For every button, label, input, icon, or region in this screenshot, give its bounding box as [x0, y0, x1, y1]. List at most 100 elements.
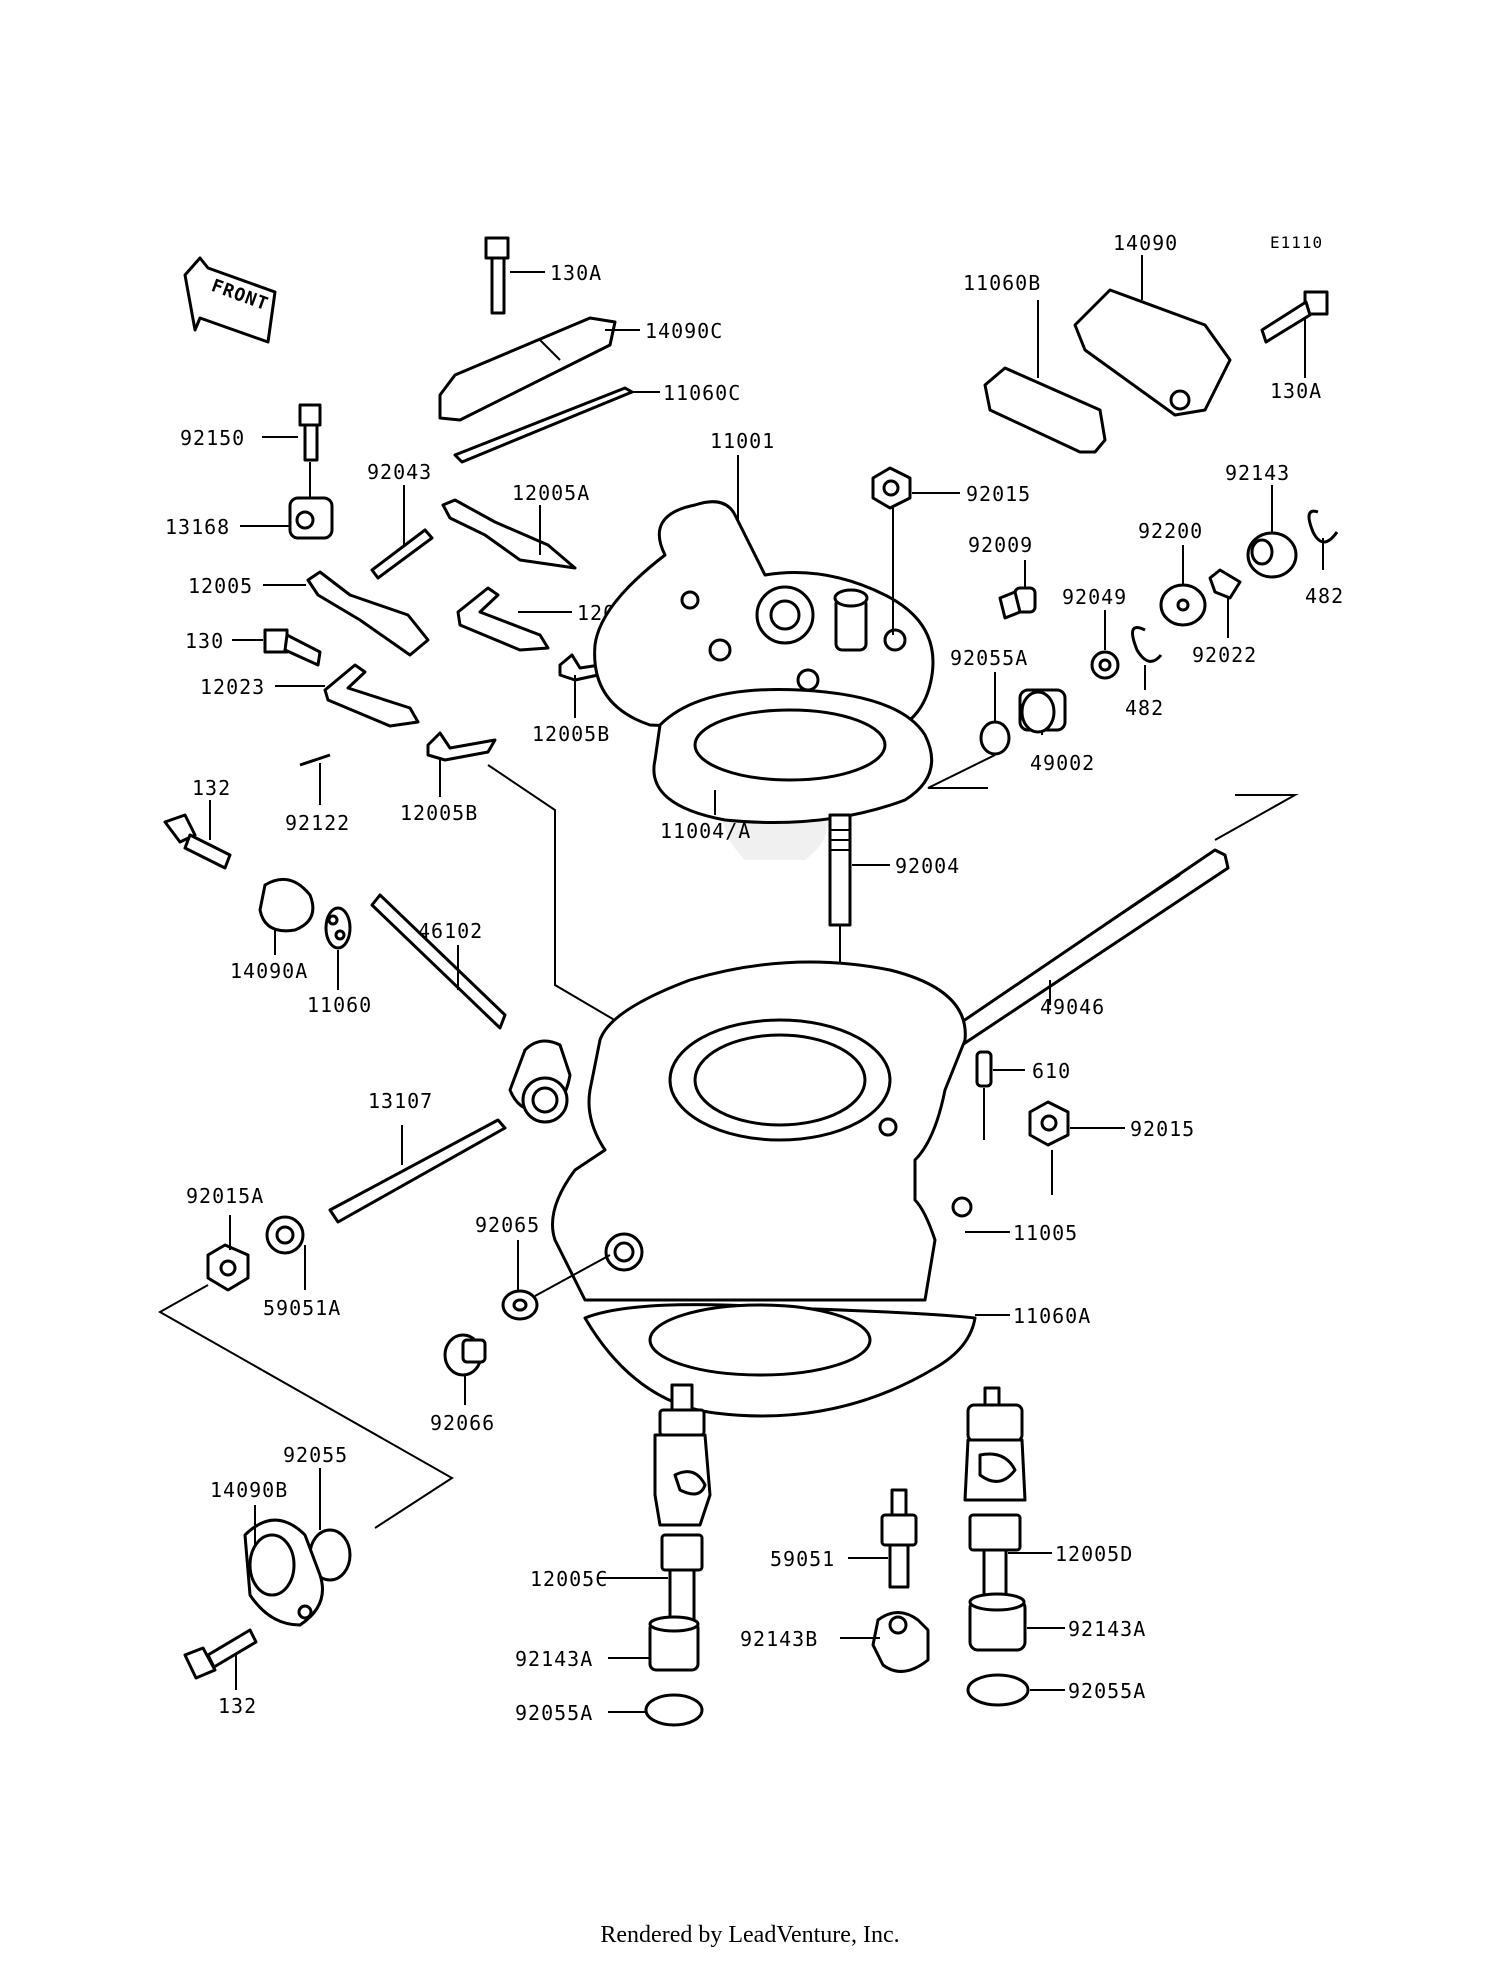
label-11060c: 11060C [663, 381, 741, 405]
label-11060a: 11060A [1013, 1304, 1091, 1328]
label-11004a: 11004/A [660, 819, 751, 843]
label-14090b: 14090B [210, 1478, 288, 1502]
gasket-11060b[interactable] [983, 366, 1107, 454]
oring-92055a-left[interactable] [644, 1693, 704, 1727]
gear-59051a[interactable] [265, 1215, 305, 1255]
bracket-12005b-left[interactable] [426, 731, 497, 762]
label-132-top: 132 [192, 776, 231, 800]
plug-92066[interactable] [443, 1333, 487, 1377]
gear-shaft-59051[interactable] [880, 1488, 918, 1589]
label-12005b-left: 12005B [400, 801, 478, 825]
shaft-13107[interactable] [328, 1118, 507, 1224]
label-14090c: 14090C [645, 319, 723, 343]
bolt-132-bottom[interactable] [183, 1628, 258, 1680]
lever-12005a[interactable] [441, 498, 577, 570]
label-12005b-mid: 12005B [532, 722, 610, 746]
nut-92015-top[interactable] [871, 466, 912, 510]
label-49002: 49002 [1030, 751, 1095, 775]
bushing-49002[interactable] [1018, 688, 1067, 734]
label-92009: 92009 [968, 533, 1033, 557]
label-130a-right: 130A [1270, 379, 1322, 403]
label-92022: 92022 [1192, 643, 1257, 667]
label-13107: 13107 [368, 1089, 433, 1113]
screw-92150[interactable] [298, 403, 322, 462]
label-92122: 92122 [285, 811, 350, 835]
head-gasket-11004a[interactable] [652, 687, 934, 824]
label-49046: 49046 [1040, 995, 1105, 1019]
nut-92015a[interactable] [206, 1243, 250, 1292]
rack-46102[interactable] [370, 893, 507, 1030]
label-92015-top: 92015 [966, 482, 1031, 506]
flange-14090b[interactable] [243, 1518, 324, 1627]
label-92143a-right: 92143A [1068, 1617, 1146, 1641]
washer-92065[interactable] [501, 1289, 539, 1321]
clip-482-mid[interactable] [1131, 626, 1163, 663]
spring-12023-mid[interactable] [456, 586, 550, 652]
screw-92009[interactable] [998, 586, 1037, 620]
label-92055a-mid: 92055A [950, 646, 1028, 670]
oring-92055a-right[interactable] [966, 1673, 1030, 1707]
label-92065: 92065 [475, 1213, 540, 1237]
clamp-13168[interactable] [288, 496, 334, 540]
valve-12005d[interactable] [963, 1386, 1027, 1597]
label-482-right: 482 [1305, 584, 1344, 608]
bushing-92143b[interactable] [871, 1611, 930, 1673]
spring-12023-left[interactable] [323, 663, 420, 728]
roller-92143[interactable] [1246, 531, 1298, 579]
stud-92004[interactable] [828, 813, 852, 927]
label-59051: 59051 [770, 1547, 835, 1571]
bolt-130a-right[interactable] [1260, 290, 1329, 344]
label-46102: 46102 [418, 919, 483, 943]
gasket-11060[interactable] [324, 906, 352, 950]
base-gasket-11060a[interactable] [583, 1303, 977, 1418]
label-92143: 92143 [1225, 461, 1290, 485]
label-92143a-left: 92143A [515, 1647, 593, 1671]
label-92055: 92055 [283, 1443, 348, 1467]
label-12005c: 12005C [530, 1567, 608, 1591]
roller-92143a-left[interactable] [648, 1615, 700, 1672]
label-12005: 12005 [188, 574, 253, 598]
cap-14090a[interactable] [258, 877, 315, 933]
cover-14090c[interactable] [438, 316, 617, 422]
label-14090a: 14090A [230, 959, 308, 983]
oring-92055a-mid[interactable] [979, 720, 1011, 756]
bolt-130[interactable] [263, 628, 322, 667]
lever-12005[interactable] [306, 570, 430, 657]
clip-482-right[interactable] [1307, 509, 1339, 544]
nut-92015-right[interactable] [1028, 1100, 1070, 1147]
label-12005d: 12005D [1055, 1542, 1133, 1566]
diagram-code: E1110 [1270, 233, 1323, 252]
label-92143b: 92143B [740, 1627, 818, 1651]
label-92043: 92043 [367, 460, 432, 484]
label-11060b: 11060B [963, 271, 1041, 295]
bolt-130a-top[interactable] [484, 236, 510, 315]
label-610: 610 [1032, 1059, 1071, 1083]
seal-92049[interactable] [1090, 650, 1120, 680]
label-130: 130 [185, 629, 224, 653]
bolt-132-top[interactable] [163, 813, 232, 870]
pin-92122[interactable] [299, 753, 331, 767]
label-482-mid: 482 [1125, 696, 1164, 720]
cylinder-head-11001[interactable] [593, 500, 935, 737]
cover-14090[interactable] [1073, 288, 1232, 417]
label-92055a-left: 92055A [515, 1701, 593, 1725]
front-arrow-icon: FRONT [183, 256, 277, 344]
label-14090: 14090 [1113, 231, 1178, 255]
pin-92043[interactable] [370, 528, 434, 580]
label-92004: 92004 [895, 854, 960, 878]
roller-92143a-right[interactable] [968, 1592, 1027, 1652]
cylinder-11005[interactable] [508, 960, 973, 1302]
label-12023-left: 12023 [200, 675, 265, 699]
label-11005: 11005 [1013, 1221, 1078, 1245]
washer-92022[interactable] [1208, 568, 1242, 600]
washer-92200[interactable] [1159, 583, 1207, 627]
pin-610[interactable] [975, 1050, 993, 1088]
label-92200: 92200 [1138, 519, 1203, 543]
label-92015a: 92015A [186, 1184, 264, 1208]
label-12005a: 12005A [512, 481, 590, 505]
valve-12005c[interactable] [653, 1383, 712, 1627]
label-92049: 92049 [1062, 585, 1127, 609]
label-92055a-right: 92055A [1068, 1679, 1146, 1703]
